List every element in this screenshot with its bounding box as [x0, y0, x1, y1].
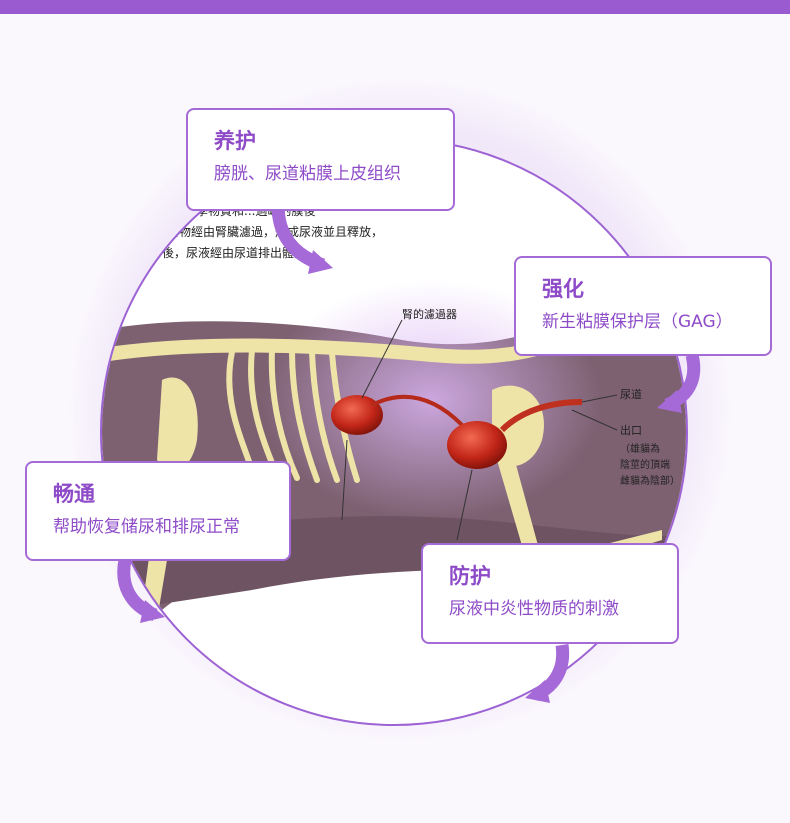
card-smooth-text: 帮助恢复储尿和排尿正常 [53, 517, 240, 537]
label-urethra: 尿道 [620, 387, 642, 401]
card-strengthen: 强化 新生粘膜保护层（GAG） [514, 256, 772, 356]
top-bar [0, 0, 790, 14]
bladder [447, 421, 507, 469]
arrow-bottom-icon [525, 644, 570, 703]
card-protect-title: 防护 [449, 564, 491, 588]
card-nourish-text: 膀胱、尿道粘膜上皮组织 [214, 164, 401, 184]
card-strengthen-text: 新生粘膜保护层（GAG） [542, 312, 733, 332]
outlet-note-2: 陰莖的頂端 [620, 458, 670, 471]
arrow-top-left-icon [271, 204, 333, 274]
shoulder-blade [157, 377, 198, 471]
urethra [499, 399, 583, 433]
outlet-note-1: （雄貓為 [620, 442, 660, 455]
label-outlet: 出口 [620, 423, 642, 437]
kidney [331, 395, 383, 435]
card-nourish-title: 养护 [214, 129, 256, 153]
card-protect: 防护 尿液中炎性物质的刺激 [421, 543, 679, 644]
card-smooth-title: 畅通 [53, 482, 95, 506]
card-strengthen-title: 强化 [542, 277, 584, 301]
arrow-right-icon [657, 353, 701, 413]
label-kidney-filter: 腎的濾過器 [402, 307, 457, 321]
card-protect-text: 尿液中炎性物质的刺激 [449, 599, 619, 619]
card-smooth: 畅通 帮助恢复储尿和排尿正常 [25, 461, 291, 561]
card-nourish: 养护 膀胱、尿道粘膜上皮组织 [186, 108, 455, 211]
illustration-text-line-2: 廢物經由腎臟濾過，形成尿液並且釋放， [167, 224, 383, 239]
arrow-left-icon [117, 558, 165, 623]
ureter [371, 394, 464, 427]
outlet-note-3: 雌貓為陰部） [620, 474, 680, 487]
illustration-text-line-3: 後，尿液經由尿道排出體外。 [162, 245, 318, 260]
